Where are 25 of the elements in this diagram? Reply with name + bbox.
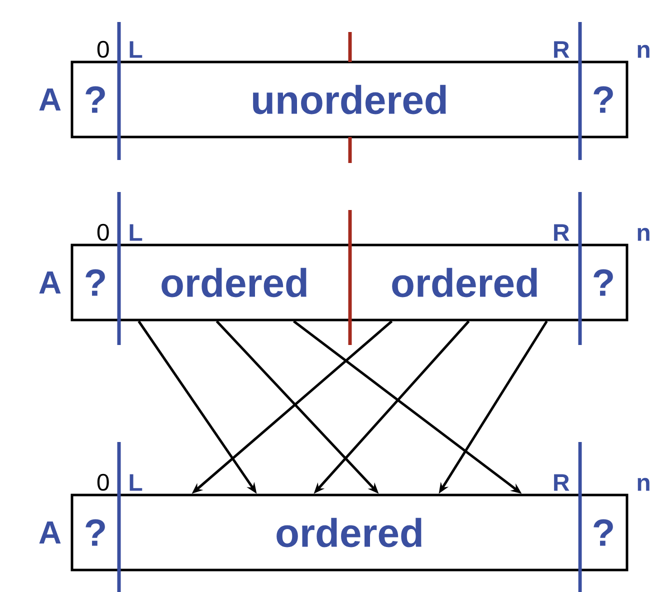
index-label: R	[554, 41, 570, 58]
array-segment: unordered	[118, 60, 582, 138]
unknown-cell: ?	[70, 244, 120, 322]
index-label: 0	[97, 40, 109, 58]
index-label: L	[130, 474, 142, 491]
array-segment: ordered	[118, 494, 582, 572]
unknown-cell: ?	[578, 60, 628, 138]
unknown-cell: ?	[578, 244, 628, 322]
unknown-cell: ?	[578, 494, 628, 572]
index-label: n	[638, 228, 650, 241]
array-name: A	[39, 522, 61, 544]
index-label: L	[130, 224, 142, 241]
index-label: R	[554, 474, 570, 491]
index-label: L	[130, 41, 142, 58]
unknown-cell: ?	[70, 494, 120, 572]
index-label: n	[638, 478, 650, 491]
array-name: A	[39, 272, 61, 294]
index-label: 0	[97, 224, 109, 241]
array-name: A	[39, 88, 61, 110]
array-segment: ordered	[118, 244, 352, 322]
array-segment: ordered	[348, 244, 582, 322]
index-label: n	[638, 44, 650, 58]
unknown-cell: ?	[70, 60, 120, 138]
index-label: R	[554, 224, 570, 241]
index-label: 0	[97, 474, 109, 491]
